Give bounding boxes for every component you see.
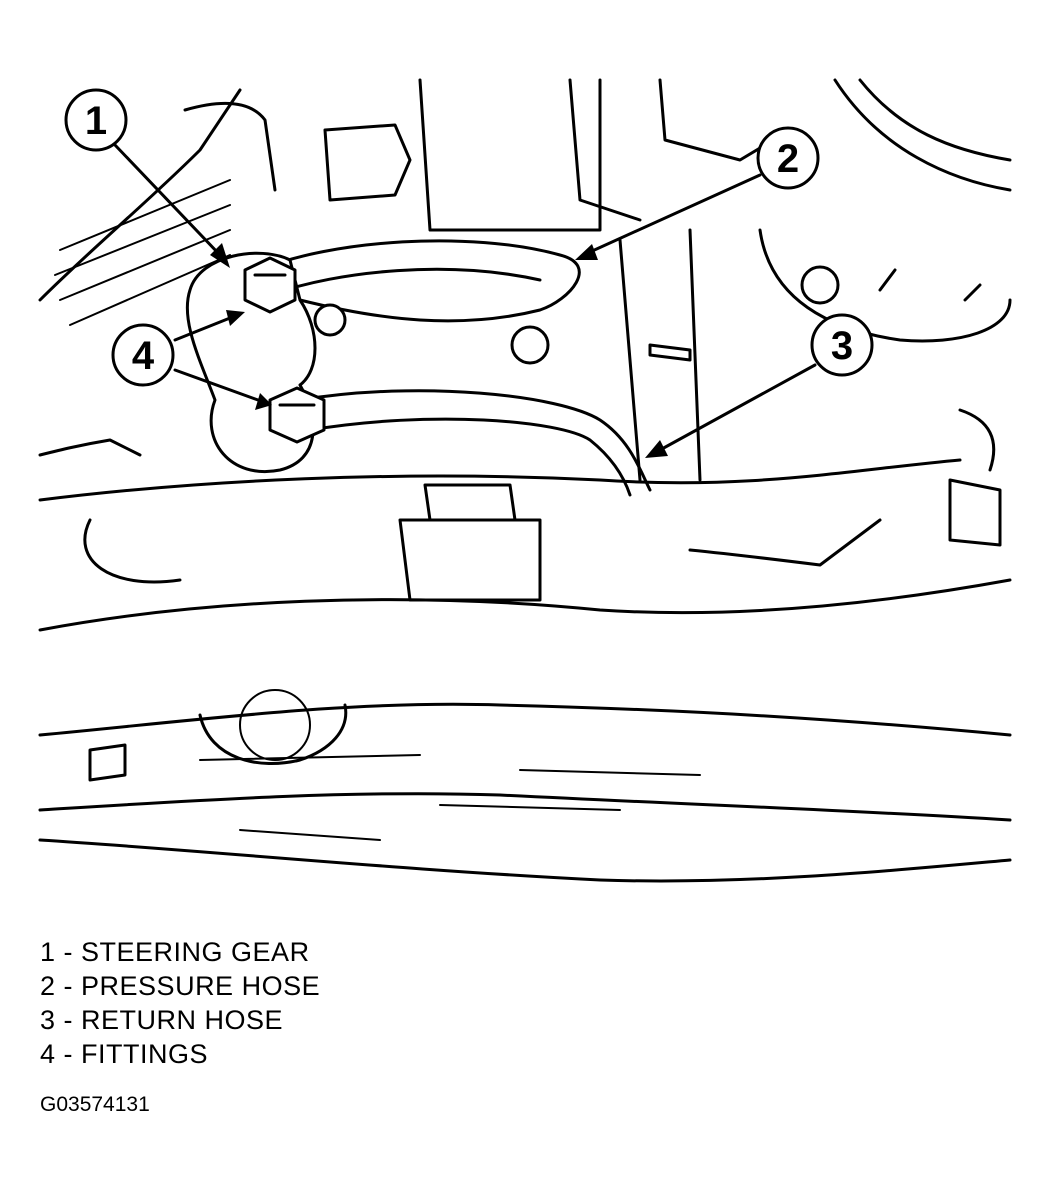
return-hose bbox=[298, 389, 652, 497]
legend-label: STEERING GEAR bbox=[81, 937, 310, 967]
pressure-hose bbox=[258, 239, 581, 323]
callout-3: 3 bbox=[810, 313, 874, 377]
fitting-upper bbox=[243, 256, 297, 314]
upper-engine-area bbox=[38, 78, 1012, 482]
legend-number: 3 bbox=[40, 1005, 56, 1035]
legend: 1 - STEERING GEAR 2 - PRESSURE HOSE 3 - … bbox=[40, 935, 320, 1071]
legend-label: FITTINGS bbox=[81, 1039, 209, 1069]
legend-item: 2 - PRESSURE HOSE bbox=[40, 971, 321, 1001]
callout-3-number: 3 bbox=[831, 324, 853, 368]
legend-item: 4 - FITTINGS bbox=[40, 1039, 209, 1069]
lower-frame bbox=[38, 689, 1012, 883]
leader-arrows bbox=[113, 143, 817, 458]
callout-1: 1 bbox=[64, 88, 128, 152]
crossmember bbox=[38, 408, 1012, 632]
legend-number: 1 bbox=[40, 937, 56, 967]
callout-2: 2 bbox=[756, 126, 820, 190]
bolt bbox=[313, 303, 347, 337]
bolt bbox=[510, 325, 550, 365]
legend-label: PRESSURE HOSE bbox=[81, 971, 321, 1001]
callout-4-number: 4 bbox=[132, 334, 155, 378]
fitting-lower bbox=[268, 386, 326, 444]
callout-4: 4 bbox=[111, 323, 175, 387]
legend-number: 4 bbox=[40, 1039, 56, 1069]
legend-number: 2 bbox=[40, 971, 56, 1001]
figure-id: G03574131 bbox=[40, 1093, 150, 1116]
legend-item: 1 - STEERING GEAR bbox=[40, 937, 310, 967]
steering-hose-illustration: 1 2 3 4 bbox=[38, 78, 1012, 883]
callout-2-number: 2 bbox=[777, 137, 799, 181]
legend-item: 3 - RETURN HOSE bbox=[40, 1005, 284, 1035]
legend-label: RETURN HOSE bbox=[81, 1005, 284, 1035]
callout-1-number: 1 bbox=[85, 99, 107, 143]
